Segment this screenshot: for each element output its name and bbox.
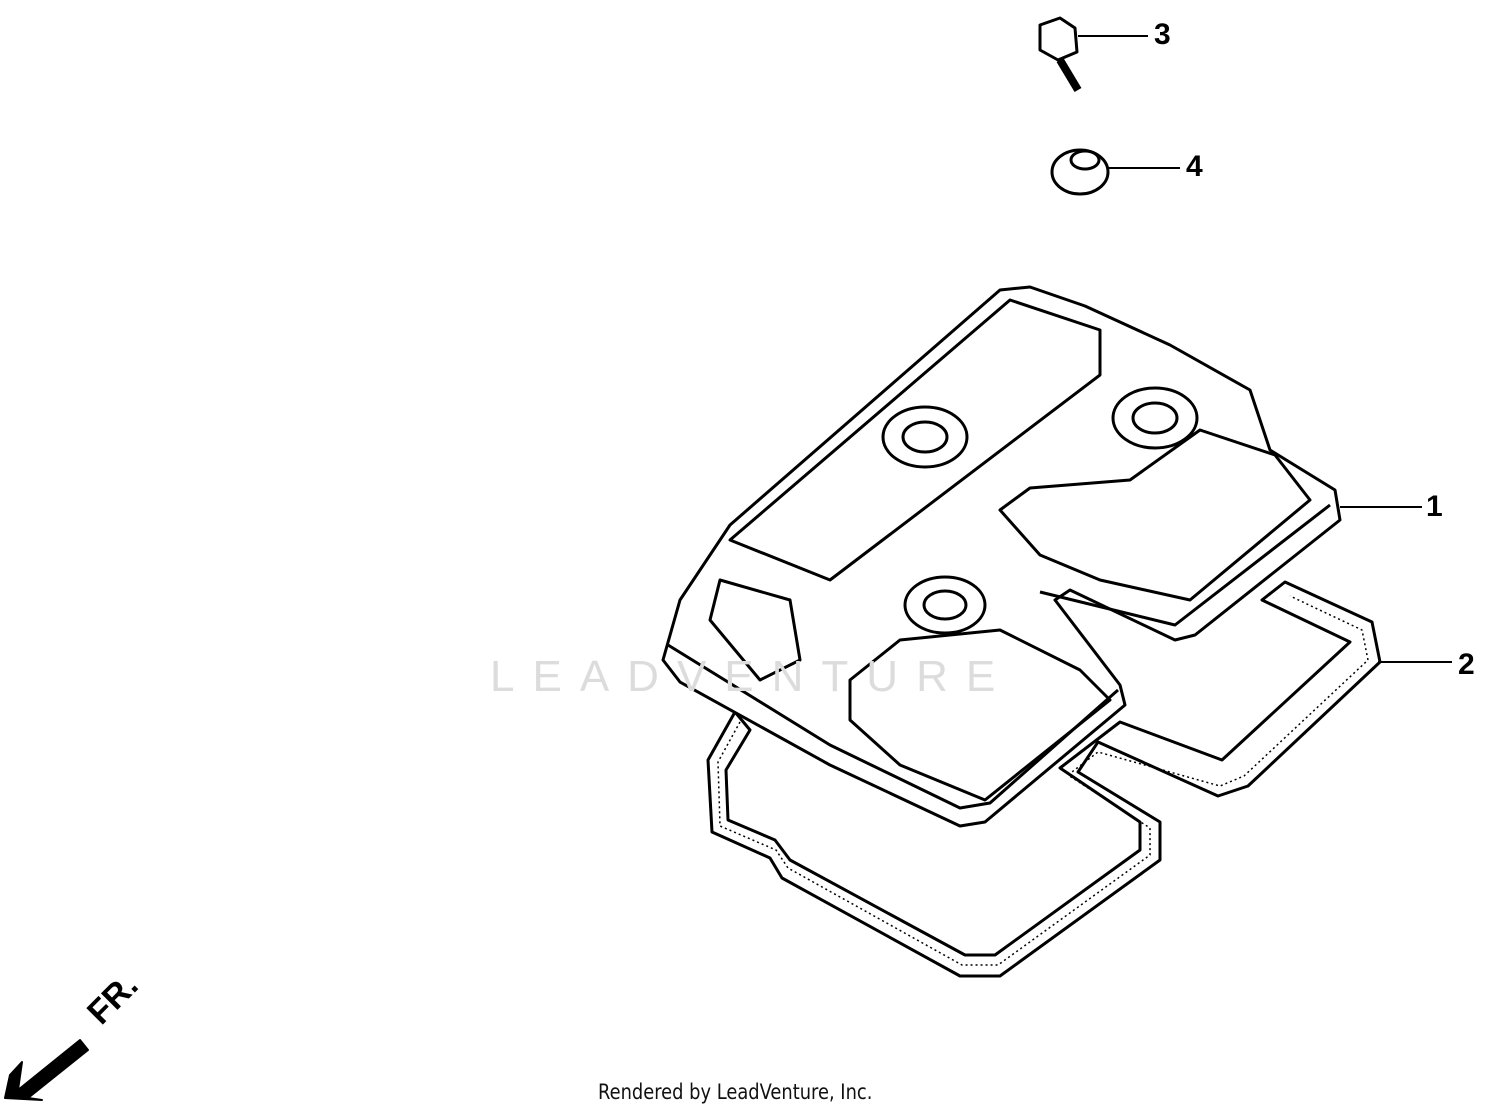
callout-3[interactable]: 3 (1154, 18, 1171, 51)
cover-part-1[interactable] (661, 285, 1342, 828)
callout-2[interactable]: 2 (1458, 648, 1475, 681)
callout-4[interactable]: 4 (1186, 150, 1203, 183)
footer-credit: Rendered by LeadVenture, Inc. (598, 1080, 873, 1104)
front-arrow-icon (4, 1039, 89, 1101)
grommet-part-4[interactable] (1050, 148, 1110, 196)
gasket-part-2[interactable] (706, 580, 1382, 978)
bolt-part-3[interactable] (1038, 16, 1082, 93)
leader-lines (1078, 35, 1452, 663)
callout-1[interactable]: 1 (1426, 490, 1443, 523)
